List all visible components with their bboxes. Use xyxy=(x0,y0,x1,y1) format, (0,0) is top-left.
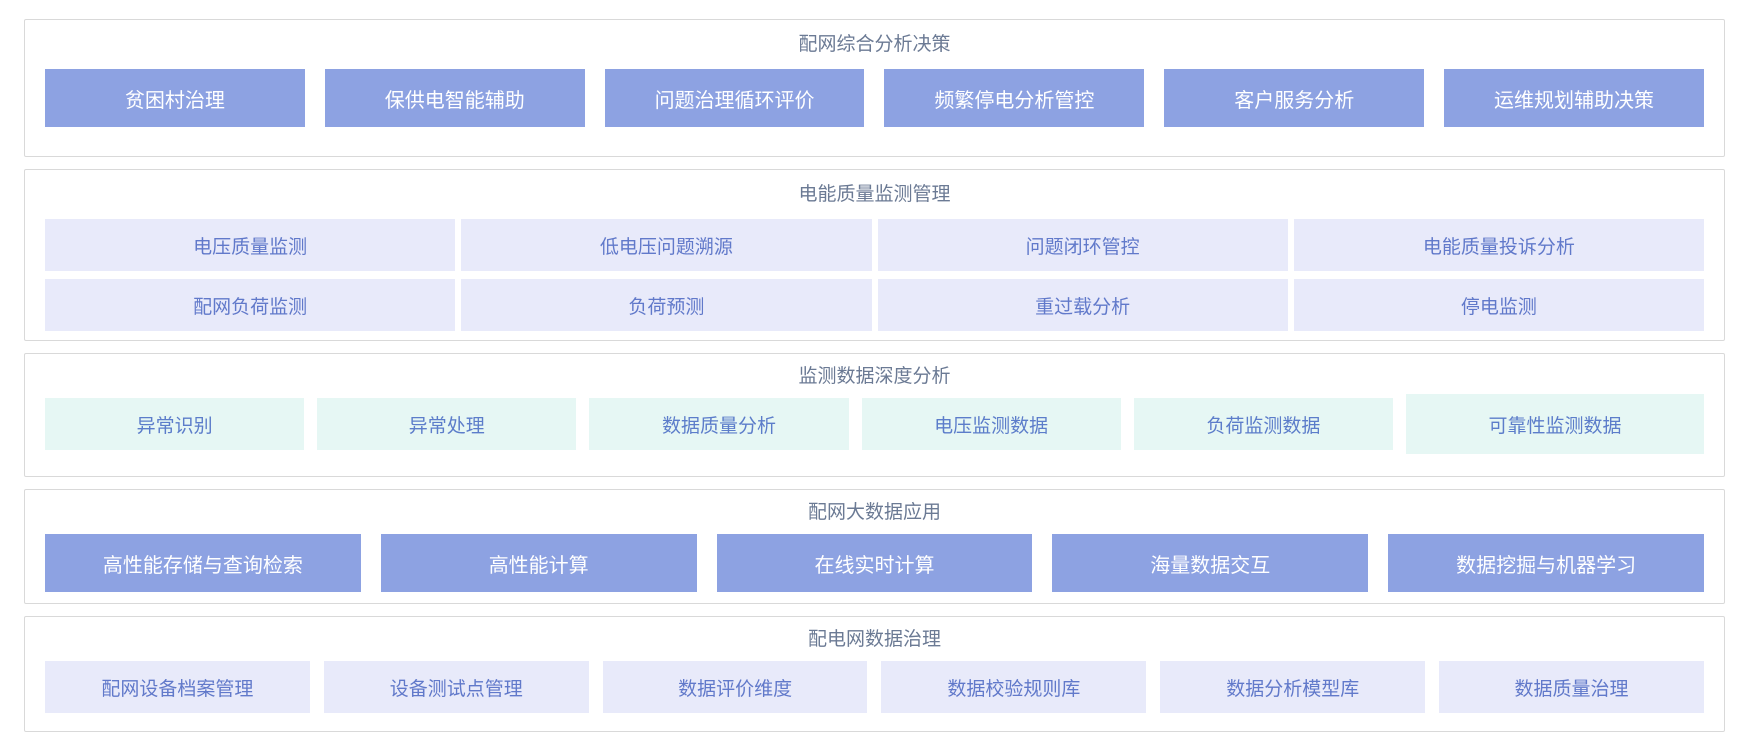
module-button[interactable]: 停电监测 xyxy=(1293,279,1704,331)
module-button[interactable]: 电压监测数据 xyxy=(861,398,1121,450)
module-row: 配网负荷监测负荷预测重过载分析停电监测 xyxy=(25,279,1724,331)
module-button[interactable]: 设备测试点管理 xyxy=(323,661,589,713)
section-power-quality-monitoring: 电能质量监测管理电压质量监测低电压问题溯源问题闭环管控电能质量投诉分析配网负荷监… xyxy=(24,169,1725,341)
module-button[interactable]: 配网设备档案管理 xyxy=(45,661,310,713)
module-button[interactable]: 异常识别 xyxy=(45,398,305,450)
section-title: 监测数据深度分析 xyxy=(798,366,951,387)
module-row: 异常识别异常处理数据质量分析电压监测数据负荷监测数据可靠性监测数据 xyxy=(25,394,1724,454)
module-button[interactable]: 重过载分析 xyxy=(877,279,1288,331)
module-button[interactable]: 电压质量监测 xyxy=(45,219,456,271)
module-button[interactable]: 低电压问题溯源 xyxy=(461,219,872,271)
module-button[interactable]: 可靠性监测数据 xyxy=(1405,394,1704,454)
section-monitoring-data-analysis: 监测数据深度分析异常识别异常处理数据质量分析电压监测数据负荷监测数据可靠性监测数… xyxy=(24,353,1725,477)
module-button[interactable]: 数据评价维度 xyxy=(602,661,868,713)
section-big-data-application: 配网大数据应用高性能存储与查询检索高性能计算在线实时计算海量数据交互数据挖掘与机… xyxy=(24,489,1725,604)
module-button[interactable]: 负荷监测数据 xyxy=(1133,398,1393,450)
module-button[interactable]: 数据质量分析 xyxy=(589,398,849,450)
module-button[interactable]: 数据质量治理 xyxy=(1439,661,1704,713)
module-row: 电压质量监测低电压问题溯源问题闭环管控电能质量投诉分析 xyxy=(25,219,1724,271)
section-title: 配网大数据应用 xyxy=(807,502,941,523)
module-button[interactable]: 问题闭环管控 xyxy=(877,219,1288,271)
module-button[interactable]: 异常处理 xyxy=(317,398,577,450)
section-title: 配网综合分析决策 xyxy=(798,34,951,55)
module-button[interactable]: 保供电智能辅助 xyxy=(324,69,585,127)
module-button[interactable]: 负荷预测 xyxy=(461,279,872,331)
module-row: 贫困村治理保供电智能辅助问题治理循环评价频繁停电分析管控客户服务分析运维规划辅助… xyxy=(25,69,1724,127)
module-button[interactable]: 高性能存储与查询检索 xyxy=(45,534,361,592)
module-button[interactable]: 电能质量投诉分析 xyxy=(1293,219,1704,271)
module-button[interactable]: 数据挖掘与机器学习 xyxy=(1388,534,1704,592)
module-button[interactable]: 运维规划辅助决策 xyxy=(1444,69,1704,127)
module-button[interactable]: 客户服务分析 xyxy=(1164,69,1425,127)
module-button[interactable]: 高性能计算 xyxy=(380,534,697,592)
module-button[interactable]: 数据校验规则库 xyxy=(881,661,1147,713)
section-title: 配电网数据治理 xyxy=(807,629,941,650)
module-row: 高性能存储与查询检索高性能计算在线实时计算海量数据交互数据挖掘与机器学习 xyxy=(25,534,1724,592)
module-button[interactable]: 配网负荷监测 xyxy=(45,279,456,331)
module-button[interactable]: 频繁停电分析管控 xyxy=(884,69,1145,127)
section-title: 电能质量监测管理 xyxy=(798,184,951,205)
module-button[interactable]: 数据分析模型库 xyxy=(1160,661,1426,713)
module-button[interactable]: 海量数据交互 xyxy=(1052,534,1369,592)
module-button[interactable]: 问题治理循环评价 xyxy=(604,69,865,127)
module-row: 配网设备档案管理设备测试点管理数据评价维度数据校验规则库数据分析模型库数据质量治… xyxy=(25,661,1724,713)
module-button[interactable]: 在线实时计算 xyxy=(716,534,1033,592)
section-data-governance: 配电网数据治理配网设备档案管理设备测试点管理数据评价维度数据校验规则库数据分析模… xyxy=(24,616,1725,732)
section-analysis-decision: 配网综合分析决策贫困村治理保供电智能辅助问题治理循环评价频繁停电分析管控客户服务… xyxy=(24,19,1725,157)
module-button[interactable]: 贫困村治理 xyxy=(45,69,305,127)
